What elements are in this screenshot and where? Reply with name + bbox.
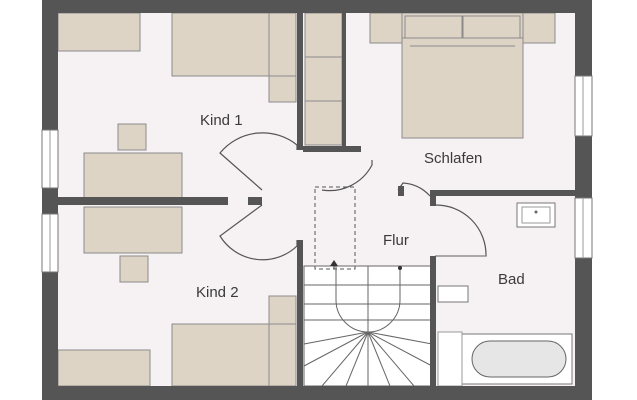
kind1-nightstand: [268, 75, 297, 103]
kind1-chair: [117, 123, 147, 151]
kind2-desk: [83, 206, 183, 254]
arrow-up-icon: [330, 260, 338, 266]
kind2-shelf: [57, 349, 151, 387]
schlafen-nightstand-left: [369, 12, 403, 44]
kind1-bed: [171, 12, 270, 77]
wardrobe-2: [304, 56, 343, 102]
room-label-bad: Bad: [498, 271, 525, 288]
pillow-left: [404, 15, 463, 39]
kind2-nightstand: [268, 295, 297, 325]
door-schlafen: [321, 160, 373, 192]
room-label-kind1: Kind 1: [200, 112, 243, 129]
door-bad: [434, 204, 487, 257]
kind1-bed-pillow: [268, 12, 297, 77]
pillow-right: [462, 15, 521, 39]
bath-shelf: [437, 331, 463, 387]
wardrobe-1: [304, 12, 343, 58]
staircase: [303, 265, 433, 387]
door-kind2: [219, 204, 298, 261]
kind2-chair: [119, 255, 149, 283]
kind1-desk: [83, 152, 183, 200]
schlafen-nightstand-right: [522, 12, 556, 44]
bed-cover: [401, 37, 524, 139]
bathtub-basin: [471, 340, 567, 378]
kind2-bed-pillow: [268, 323, 297, 387]
room-label-kind2: Kind 2: [196, 284, 239, 301]
attic-hatch: [314, 186, 356, 270]
toilet: [437, 285, 469, 303]
door-kind1: [219, 132, 298, 191]
door-schlafen-2: [397, 182, 431, 197]
wardrobe-3: [304, 100, 343, 146]
kind2-bed: [171, 323, 270, 387]
room-label-flur: Flur: [383, 232, 409, 249]
room-label-schlafen: Schlafen: [424, 150, 482, 167]
kind1-shelf: [57, 12, 141, 52]
